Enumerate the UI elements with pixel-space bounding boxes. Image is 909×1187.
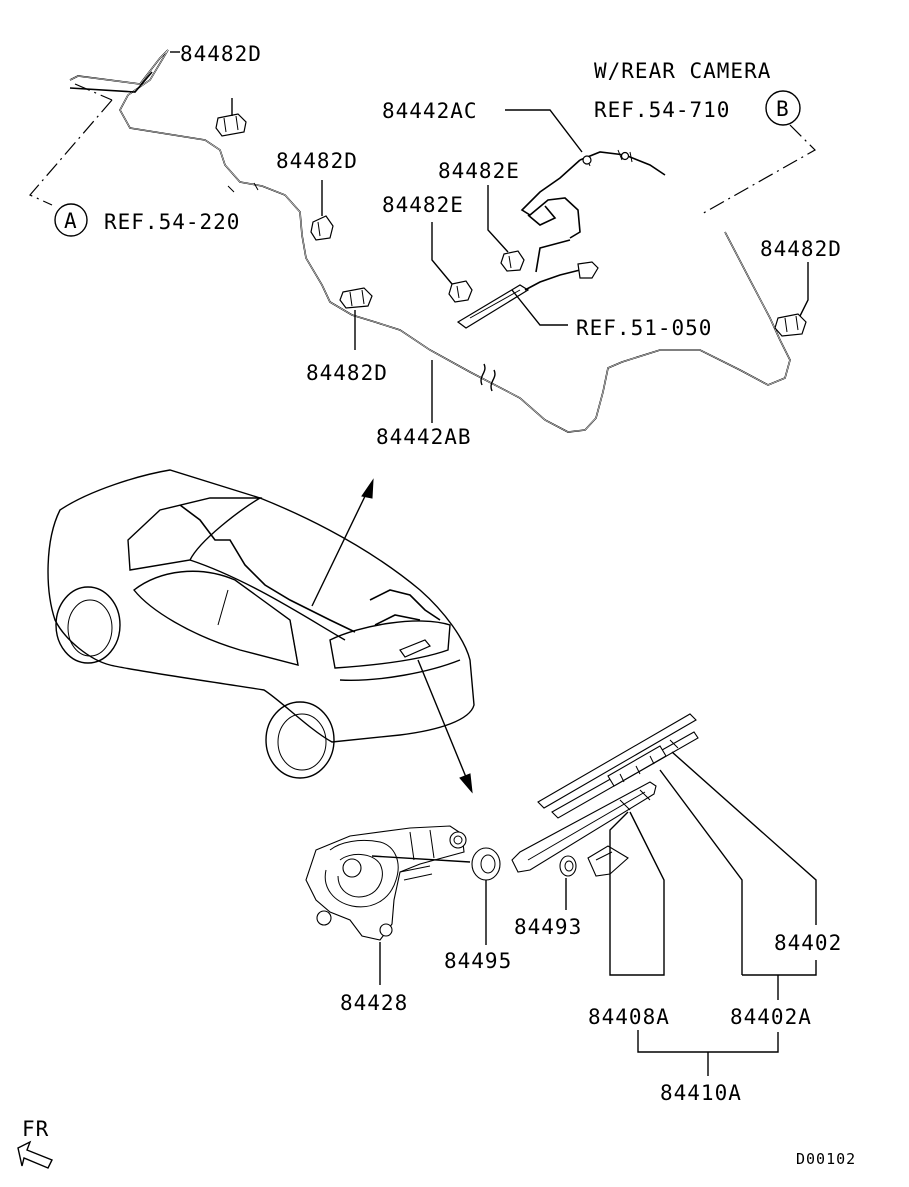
label-clip-e2: 84482E xyxy=(438,159,520,183)
camera-wire-assembly xyxy=(456,239,599,329)
direction-arrows xyxy=(311,478,473,794)
label-nut: 84493 xyxy=(514,915,582,939)
wiper-motor-84428 xyxy=(305,825,471,941)
ref-51-text: REF.51-050 xyxy=(576,316,712,340)
ref-b-text: REF.54-710 xyxy=(594,98,730,122)
leader-lines-top xyxy=(29,51,816,423)
nut-84493 xyxy=(559,855,577,877)
clip-84482E-right xyxy=(500,250,525,272)
leader-lines-bottom xyxy=(379,751,817,1076)
label-cap-nut: 84495 xyxy=(444,949,512,973)
rear-harness-84442AB xyxy=(69,49,791,433)
label-arm: 84408A xyxy=(588,1005,670,1029)
clip-84482D-right xyxy=(774,313,807,337)
label-clip-right: 84482D xyxy=(760,237,842,261)
arm-cover-piece xyxy=(587,845,629,877)
clip-84482E-left xyxy=(448,280,473,303)
wiper-arm-84408A xyxy=(511,781,657,873)
label-clip-lower: 84482D xyxy=(306,361,388,385)
cap-nut-84495 xyxy=(471,847,501,881)
camera-harness-84442AC xyxy=(520,149,666,239)
ref-b-circle xyxy=(765,90,801,126)
label-motor: 84428 xyxy=(340,991,408,1015)
diagram-code: D00102 xyxy=(796,1150,856,1168)
ref-a-text: REF.54-220 xyxy=(104,210,240,234)
front-arrow-icon xyxy=(17,1140,53,1169)
clip-84482D-mid xyxy=(310,215,334,241)
note-rear-camera: W/REAR CAMERA xyxy=(594,59,771,83)
label-arm-blade-assy: 84410A xyxy=(660,1081,742,1105)
harness-grommet-icon xyxy=(582,155,592,165)
label-clip-top: 84482D xyxy=(180,42,262,66)
label-harness-ab: 84442AB xyxy=(376,425,472,449)
vehicle-outline xyxy=(47,469,475,779)
clip-84482D-lower xyxy=(339,287,373,309)
label-clip-mid: 84482D xyxy=(276,149,358,173)
front-label: FR xyxy=(22,1117,49,1141)
label-blade: 84402 xyxy=(774,931,842,955)
label-harness-ac: 84442AC xyxy=(382,99,478,123)
ref-a-marker: A xyxy=(64,209,78,233)
clip-84482D-top xyxy=(215,113,247,137)
wiper-blade-84402A xyxy=(537,713,699,819)
ref-b-marker: B xyxy=(776,97,790,121)
label-blade-assy: 84402A xyxy=(730,1005,812,1029)
label-clip-e1: 84482E xyxy=(382,193,464,217)
ref-a-circle xyxy=(54,203,88,237)
